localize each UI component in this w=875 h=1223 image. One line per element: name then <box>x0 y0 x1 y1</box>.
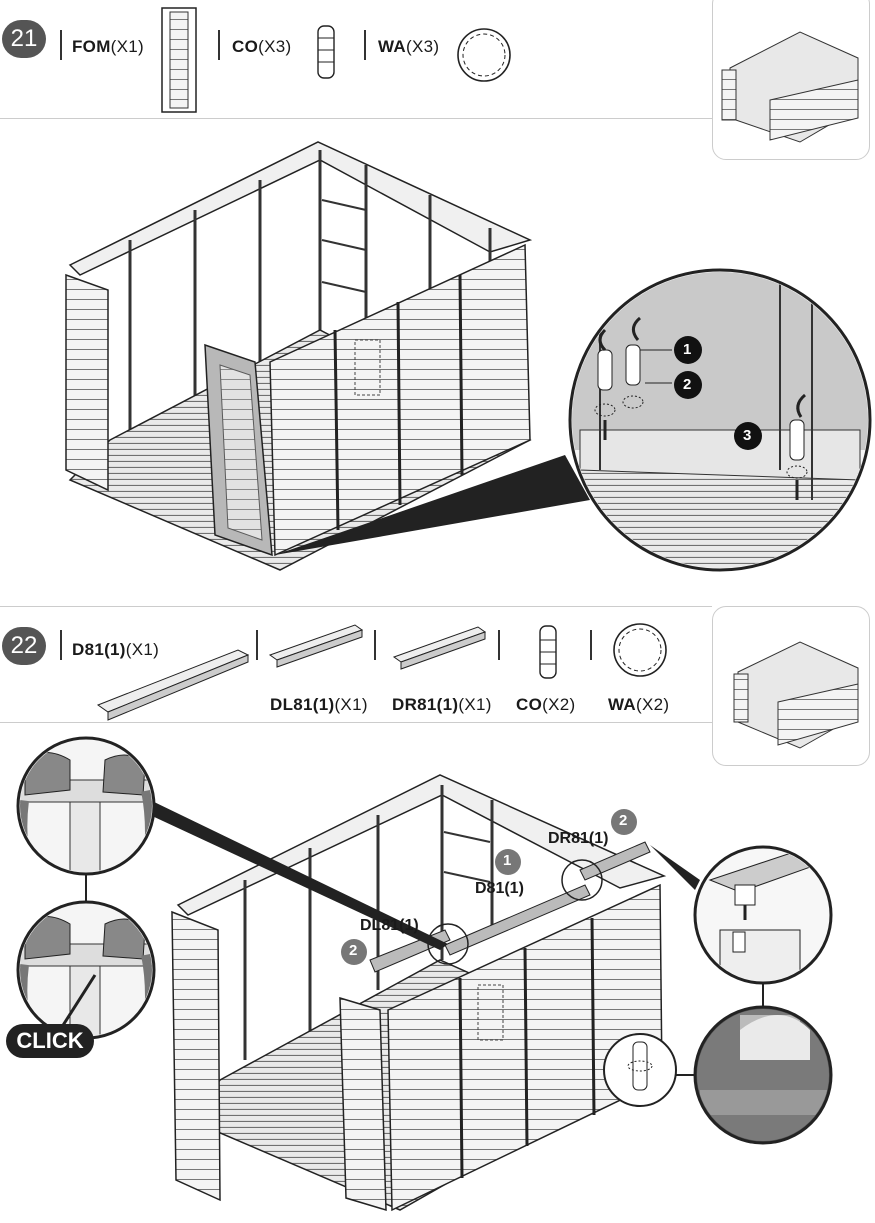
wa-washer-icon <box>457 28 511 82</box>
step-21-shed <box>65 141 533 571</box>
co-connector-icon <box>317 25 335 79</box>
callout-number-1: 1 <box>683 341 692 358</box>
dr81-beam-icon <box>392 626 487 670</box>
part-wa-label: WA(X3) <box>378 37 440 56</box>
d81-beam-icon <box>96 649 250 721</box>
step-22-hand-callout-top <box>16 736 448 950</box>
part-co-label: CO(X2) <box>516 695 576 714</box>
part-wa-label: WA(X2) <box>608 695 670 714</box>
part-d81-label: D81(1)(X1) <box>72 640 160 659</box>
divider <box>0 722 712 723</box>
divider <box>0 606 712 607</box>
callout-number-3: 3 <box>743 427 752 444</box>
part-co-label: CO(X3) <box>232 37 292 56</box>
step-number-2: 2 <box>619 812 628 829</box>
step-22-thumbnail-shed <box>733 641 859 749</box>
callout-number-2: 2 <box>683 376 692 393</box>
step-22-hand-photo-callout <box>693 1005 833 1145</box>
separator <box>498 630 500 660</box>
separator <box>364 30 366 60</box>
fom-panel-icon <box>161 7 197 113</box>
co-connector-icon <box>539 625 557 679</box>
separator <box>60 30 62 60</box>
part-fom-label: FOM(X1) <box>72 37 144 56</box>
step-21-thumbnail-shed <box>721 31 859 143</box>
label-d81: D81(1) <box>475 880 524 897</box>
separator <box>60 630 62 660</box>
step-number-2: 2 <box>349 942 358 959</box>
step-22-beam-detail-callout <box>650 845 833 985</box>
dl81-beam-icon <box>268 624 364 668</box>
separator <box>256 630 258 660</box>
part-dr81-label: DR81(1)(X1) <box>392 695 492 714</box>
step-22-badge: 22 <box>2 627 46 665</box>
separator <box>218 30 220 60</box>
step-22-shed <box>171 774 667 1212</box>
step-22-connector-detail-callout <box>603 1033 677 1107</box>
divider <box>0 118 712 119</box>
separator <box>590 630 592 660</box>
label-dl81: DL81(1) <box>360 917 419 934</box>
click-badge: CLICK <box>6 1024 94 1058</box>
separator <box>374 630 376 660</box>
step-21-badge: 21 <box>2 20 46 58</box>
step-number-1: 1 <box>503 852 512 869</box>
label-dr81: DR81(1) <box>548 830 609 847</box>
wa-washer-icon <box>613 623 667 677</box>
part-dl81-label: DL81(1)(X1) <box>270 695 368 714</box>
